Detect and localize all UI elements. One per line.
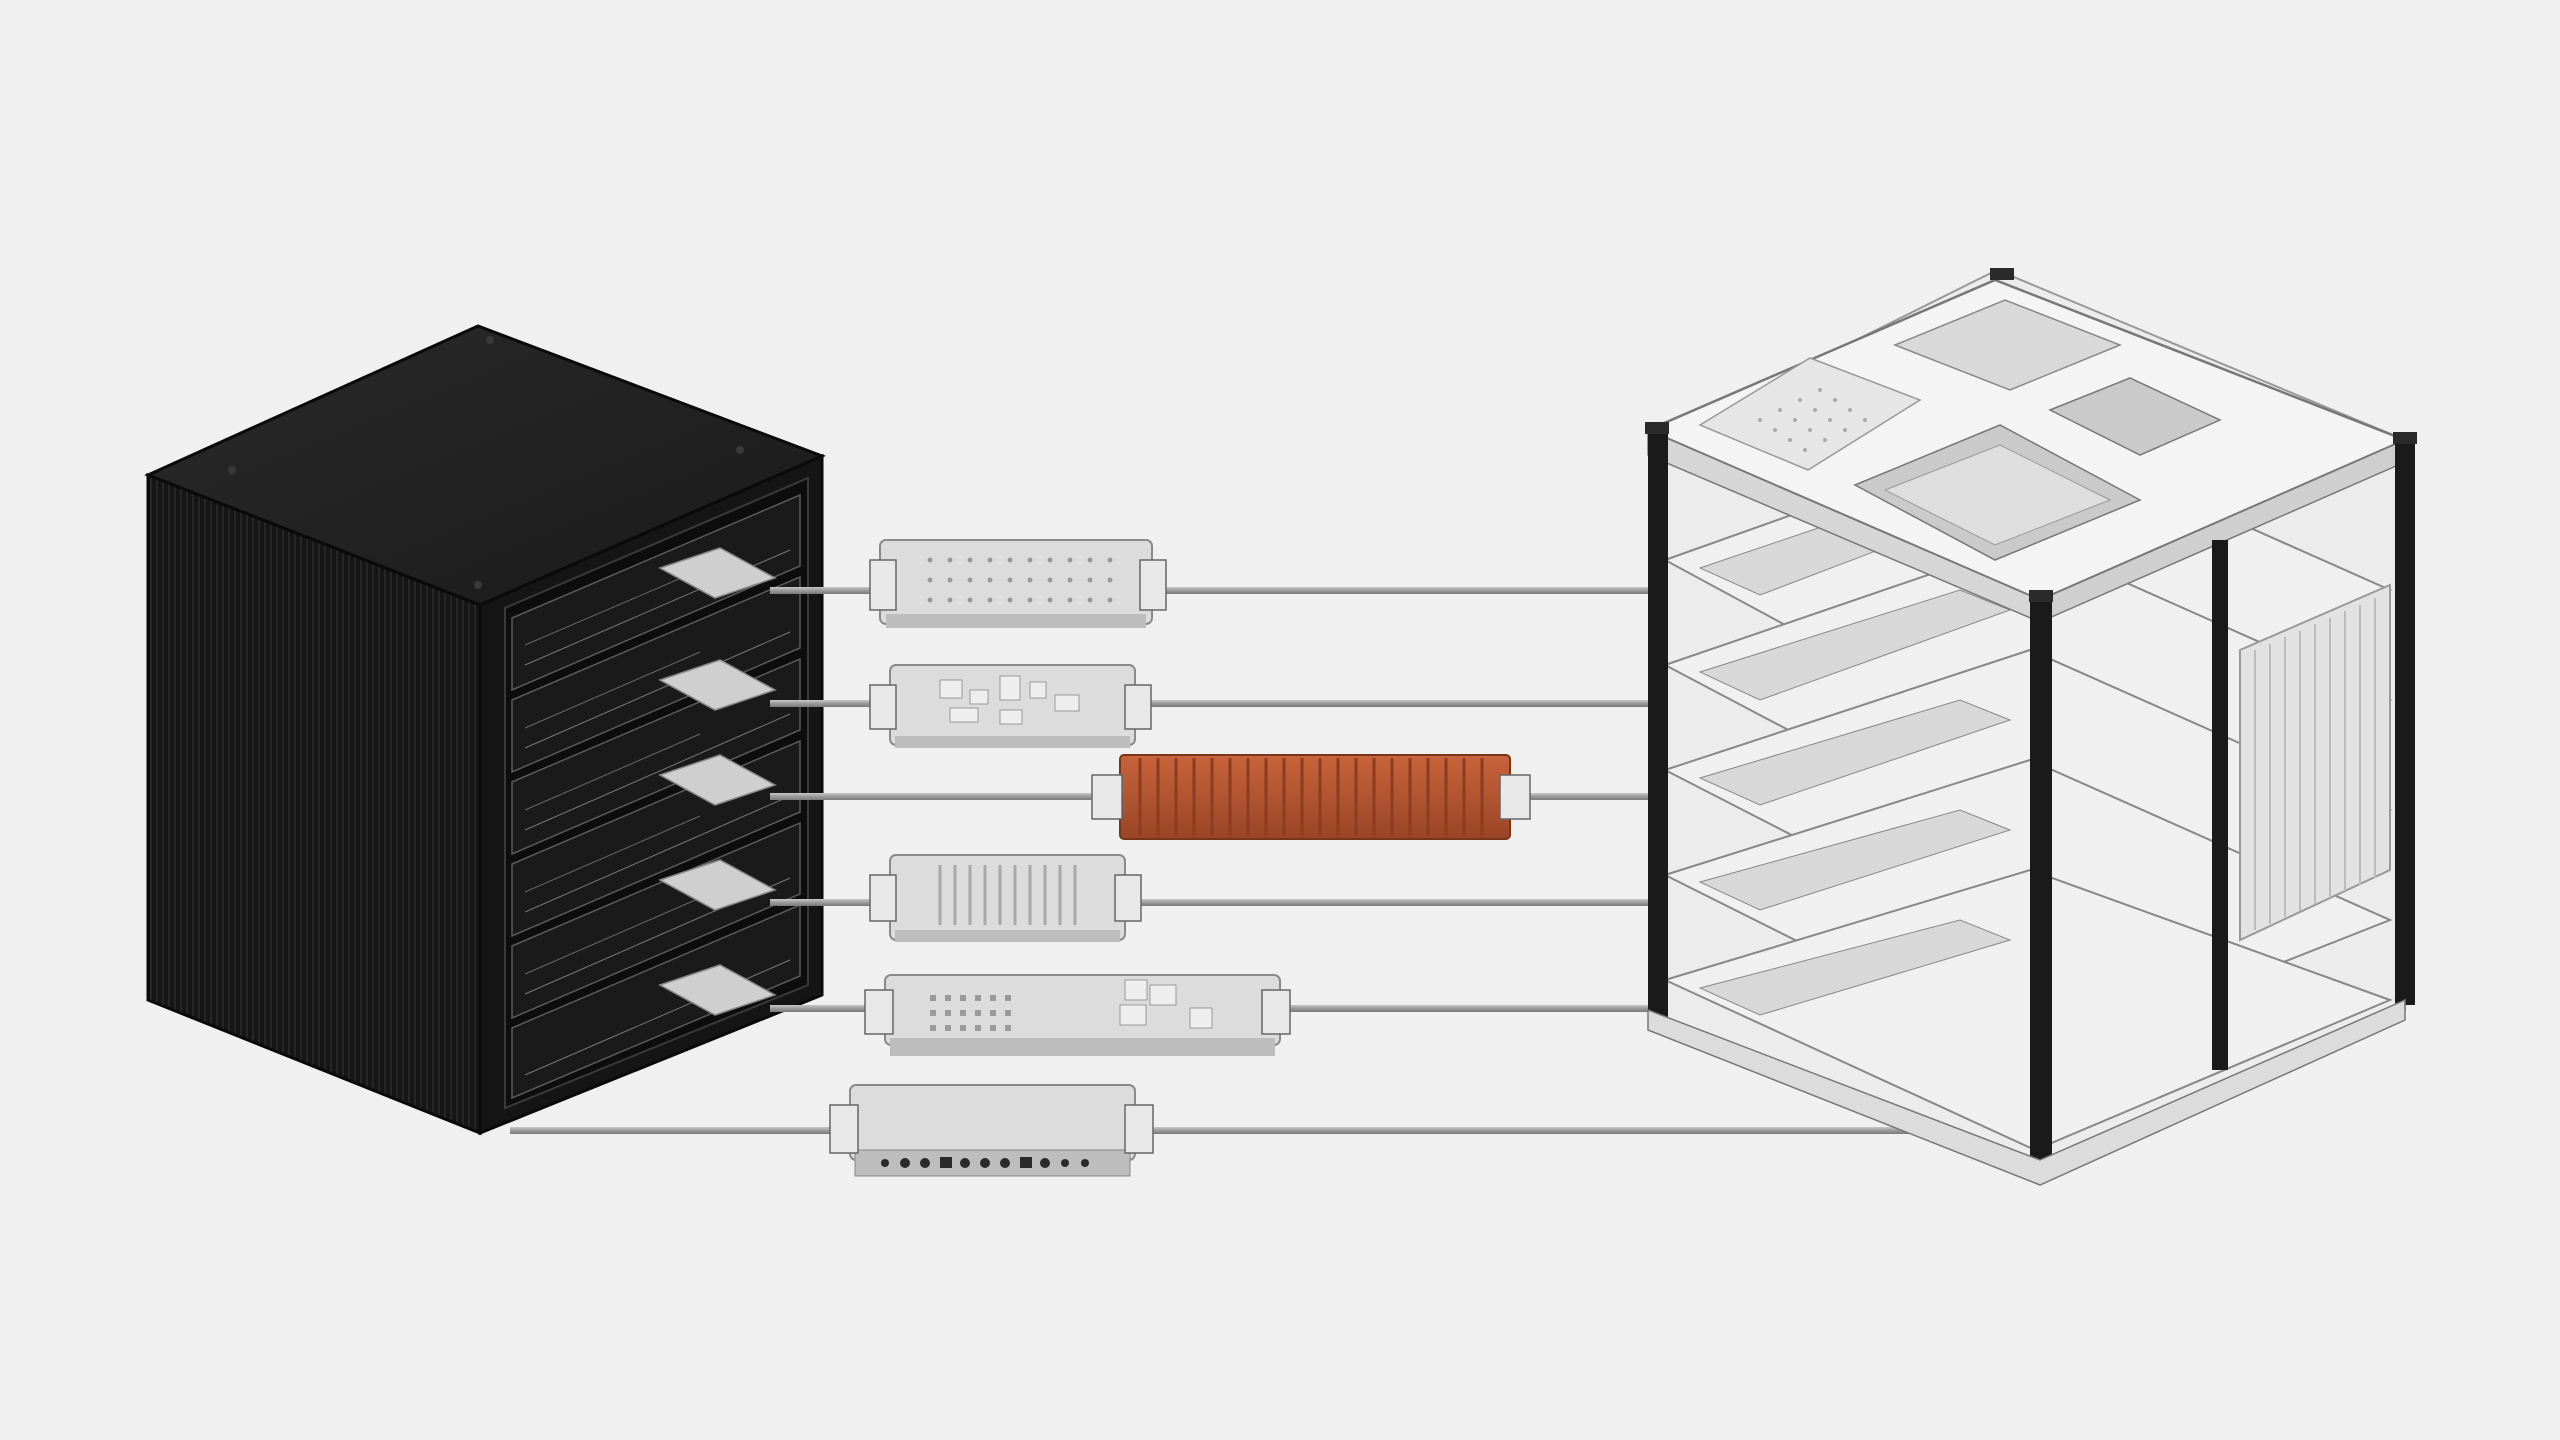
cable [770,899,1770,906]
black-server-cabinet [144,324,826,1136]
screw-icon [228,466,236,474]
top-panel-recess [1892,299,2123,391]
screw-icon [474,581,482,589]
cable [510,1127,1920,1134]
connector-plug [658,659,777,711]
drive-slot [511,575,801,774]
rack-post [2395,440,2415,1005]
drive-bay-slats [2254,598,2376,930]
ribbed-panel-module [869,854,1142,942]
top-opening-small [2048,377,2222,456]
connector-plug [658,859,777,911]
rack-base [1647,998,2406,1186]
drive-slot [511,657,801,856]
connector-plug [658,547,777,599]
vent-holes [1758,388,1867,452]
connector-plug [658,964,777,1016]
post-cap [1990,268,2014,280]
post-cap [1645,422,1669,434]
cable [770,587,1770,594]
rack-post [1648,430,1668,1020]
open-shelf-rack [1644,268,2417,1186]
component-board-module [869,664,1152,748]
post-cap [2029,590,2053,602]
rack-post [2030,598,2052,1180]
mixed-component-module [864,974,1291,1056]
copper-heatsink-module [1091,754,1531,840]
rack-shelf [1662,868,2393,1152]
rack-post [2212,540,2228,1070]
post-cap [2393,432,2417,444]
screw-icon [736,446,744,454]
connector-plug [658,754,777,806]
io-port-module [829,1084,1154,1177]
top-vent-grille [1698,357,1922,471]
perforated-plate-module [869,539,1167,628]
cable [770,700,1770,707]
screw-icon [486,336,494,344]
